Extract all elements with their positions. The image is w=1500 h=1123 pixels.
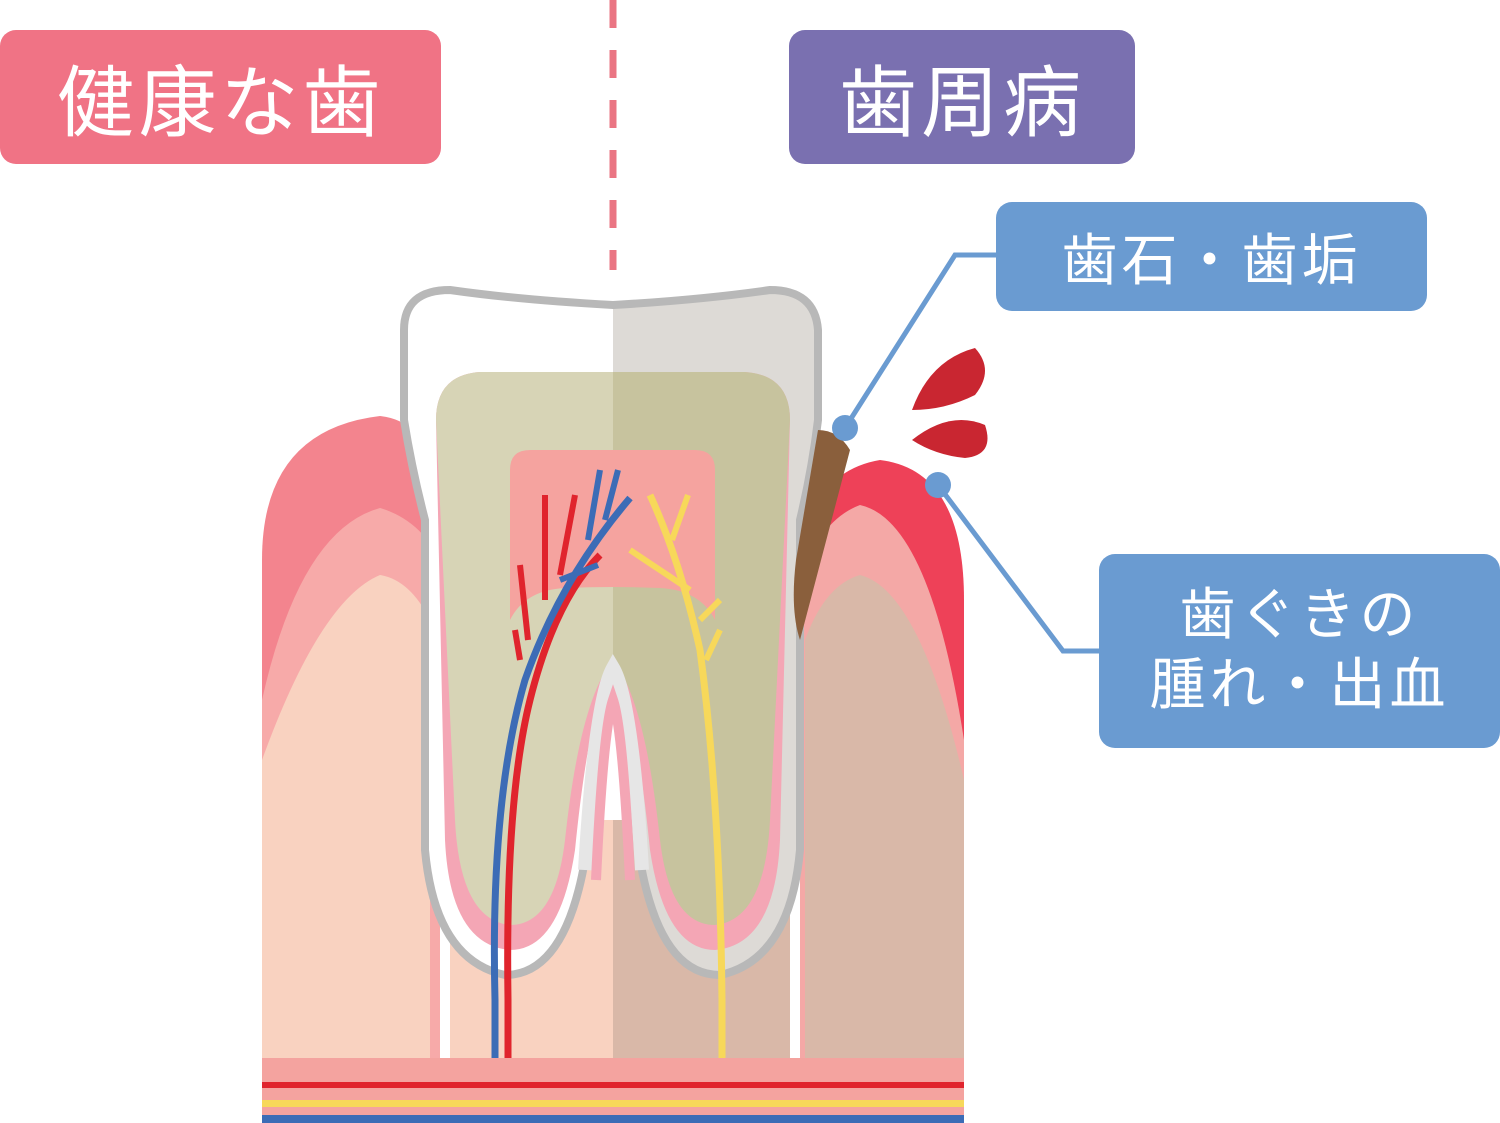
nerve-line <box>646 493 726 1123</box>
gum-swelling-label: 歯ぐきの 腫れ・出血 <box>1099 554 1500 748</box>
gum-callout-line <box>936 483 1099 654</box>
healthy-tooth-text: 健康な歯 <box>56 59 385 149</box>
periodontal-disease-label: 歯周病 <box>789 30 1135 164</box>
blood-drop-lower <box>912 420 988 458</box>
base-blue-line <box>262 1115 964 1123</box>
tartar-plaque-label: 歯石・歯垢 <box>996 202 1427 311</box>
tartar-plaque-text: 歯石・歯垢 <box>1061 229 1362 294</box>
root-canal-inner <box>578 653 649 871</box>
bone-disease <box>805 575 964 1123</box>
vein-branch-1 <box>558 469 621 583</box>
vein-line <box>490 495 633 1123</box>
blood-drop-upper <box>912 348 985 410</box>
periodontal-disease-text: 歯周病 <box>838 59 1085 149</box>
base-pink-band <box>262 1058 964 1123</box>
gum-swelling-text-line1: 歯ぐきの <box>1179 583 1420 648</box>
root-canal-pink <box>591 684 635 881</box>
healthy-tooth-label: 健康な歯 <box>0 30 441 164</box>
artery-branch-1 <box>512 494 578 661</box>
gum-swelling-text-line2: 腫れ・出血 <box>1149 653 1450 718</box>
bone-healthy <box>262 575 430 1123</box>
tartar-callout-dot <box>832 415 858 441</box>
base-yellow-line <box>262 1100 964 1107</box>
tartar-deposit <box>793 430 850 640</box>
artery-line <box>504 552 603 1123</box>
base-red-line <box>262 1082 964 1088</box>
nerve-branch-1 <box>628 493 723 662</box>
gum-callout-dot <box>925 472 951 498</box>
tartar-callout-line <box>842 252 996 430</box>
